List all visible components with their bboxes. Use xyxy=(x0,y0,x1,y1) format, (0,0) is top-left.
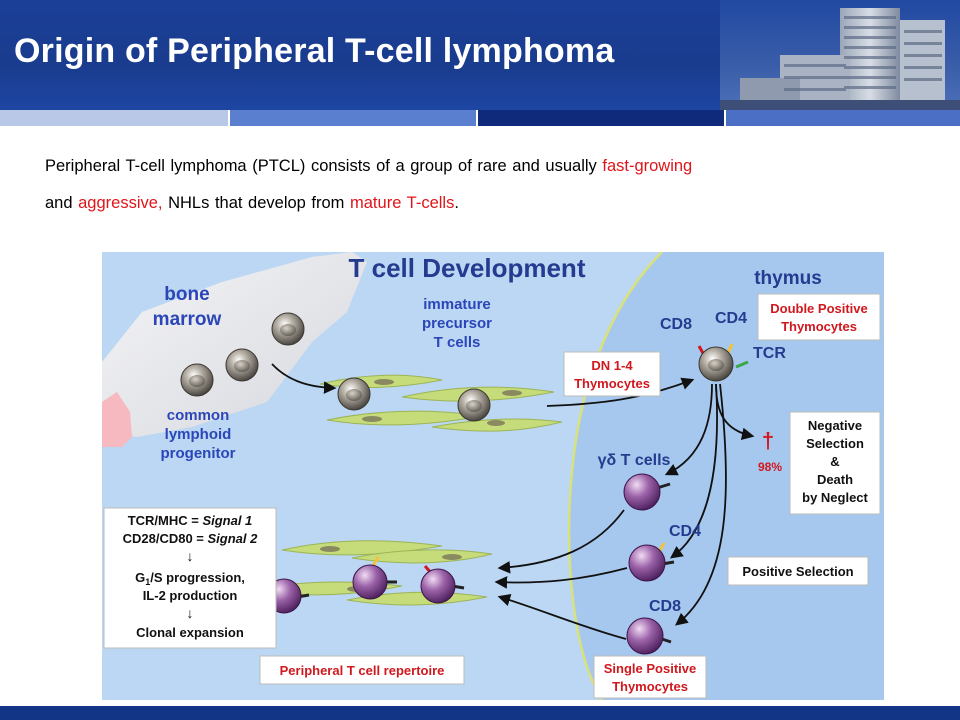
arrow-cd4-to-periphery xyxy=(494,567,628,589)
death-dagger-icon: † xyxy=(762,428,774,453)
single-positive-label-2: Thymocytes xyxy=(612,679,688,694)
signal-g1s-line: G1/S progression, xyxy=(135,570,245,587)
t-cell-development-diagram: T cell Development bone marrow thymus im… xyxy=(102,252,884,700)
intro-highlight-aggressive: aggressive, xyxy=(78,194,163,212)
signal-box xyxy=(103,507,277,649)
gd-t-cell xyxy=(623,473,671,511)
double-positive-label-2: Thymocytes xyxy=(781,319,857,334)
double-positive-label-1: Double Positive xyxy=(770,301,868,316)
intro-highlight-fast-growing: fast-growing xyxy=(602,157,693,175)
cd8-single-positive-cell xyxy=(626,617,672,655)
signal-line-2: CD28/CD80 = Signal 2 xyxy=(123,531,259,546)
slide-footer-bar xyxy=(0,706,960,720)
slide-title: Origin of Peripheral T-cell lymphoma xyxy=(14,32,615,70)
header-stripes xyxy=(0,110,960,126)
progenitor-label-3: progenitor xyxy=(161,445,236,462)
thymus-label: thymus xyxy=(754,268,822,289)
negative-label-1: Negative xyxy=(808,418,862,433)
stripe-2 xyxy=(230,110,476,126)
stripe-3 xyxy=(478,110,724,126)
immature-precursor-cells xyxy=(337,377,491,422)
progenitor-label-1: common xyxy=(167,407,230,424)
bone-marrow-shape xyxy=(102,252,367,437)
negative-label-5: by Neglect xyxy=(802,490,868,505)
dn-label-1: DN 1-4 xyxy=(591,358,633,373)
dn-label-2: Thymocytes xyxy=(574,376,650,391)
arrow-dp-to-gd xyxy=(664,383,713,476)
double-positive-box xyxy=(757,293,881,341)
positive-selection-box xyxy=(727,556,869,586)
intro-highlight-mature-t-cells: mature T-cells xyxy=(350,194,455,212)
intro-text-1: Peripheral T-cell lymphoma (PTCL) consis… xyxy=(45,157,603,175)
immature-label-1: immature xyxy=(423,296,491,313)
hospital-building-photo xyxy=(720,0,960,110)
immature-label-3: T cells xyxy=(434,334,481,351)
dn-thymocytes-box xyxy=(563,351,661,397)
bone-marrow-cells xyxy=(180,312,305,397)
bone-marrow-red-region xyxy=(102,392,132,447)
thymus-border xyxy=(567,252,663,700)
arrow-immature-to-dn xyxy=(546,377,695,407)
cd4-mid-label: CD4 xyxy=(669,523,701,540)
death-percent: 98% xyxy=(758,460,782,474)
signal-il2-line: IL-2 production xyxy=(143,588,238,603)
single-positive-box xyxy=(593,655,707,699)
intro-text-2: and xyxy=(45,194,79,212)
arrow-marrow-to-immature xyxy=(271,363,337,394)
cd4-top-label: CD4 xyxy=(715,310,747,327)
repertoire-label: Peripheral T cell repertoire xyxy=(280,663,445,678)
arrow-dp-to-cd8 xyxy=(675,383,727,626)
signal-line-1: TCR/MHC = Signal 1 xyxy=(128,513,253,528)
arrow-cd8-to-periphery xyxy=(497,593,627,640)
bone-marrow-label-2: marrow xyxy=(153,309,222,330)
gd-tcells-label: γδ T cells xyxy=(598,452,671,469)
positive-selection-label: Positive Selection xyxy=(742,564,853,579)
arrow-gd-to-periphery xyxy=(497,509,625,574)
cd8-bottom-label: CD8 xyxy=(649,598,681,615)
negative-label-2: Selection xyxy=(806,436,864,451)
peripheral-t-cells xyxy=(266,556,465,614)
immature-label-2: precursor xyxy=(422,315,492,332)
signal-down-arrow-1-icon: ↓ xyxy=(187,548,194,564)
arrow-dp-to-cd4 xyxy=(669,383,718,559)
bone-marrow-label-1: bone xyxy=(164,284,209,305)
double-positive-cell xyxy=(697,343,749,382)
negative-label-4: Death xyxy=(817,472,853,487)
signal-clonal-line: Clonal expansion xyxy=(136,625,244,640)
intro-text-4: . xyxy=(454,194,459,212)
diagram-title: T cell Development xyxy=(349,253,586,283)
intro-text-3: NHLs that develop from xyxy=(162,194,351,212)
negative-label-3: & xyxy=(830,454,839,469)
repertoire-box xyxy=(259,655,465,685)
intro-paragraph: Peripheral T-cell lymphoma (PTCL) consis… xyxy=(45,148,925,222)
negative-selection-box xyxy=(789,411,881,515)
stromal-nuclei-upper xyxy=(362,379,522,426)
stripe-4 xyxy=(726,110,960,126)
signal-down-arrow-2-icon: ↓ xyxy=(187,605,194,621)
cd4-single-positive-cell xyxy=(628,542,675,582)
progenitor-label-2: lymphoid xyxy=(165,426,232,443)
cd8-top-label: CD8 xyxy=(660,316,692,333)
slide-header: Origin of Peripheral T-cell lymphoma xyxy=(0,0,960,110)
tcr-label: TCR xyxy=(753,345,786,362)
single-positive-label-1: Single Positive xyxy=(604,661,696,676)
stripe-1 xyxy=(0,110,228,126)
